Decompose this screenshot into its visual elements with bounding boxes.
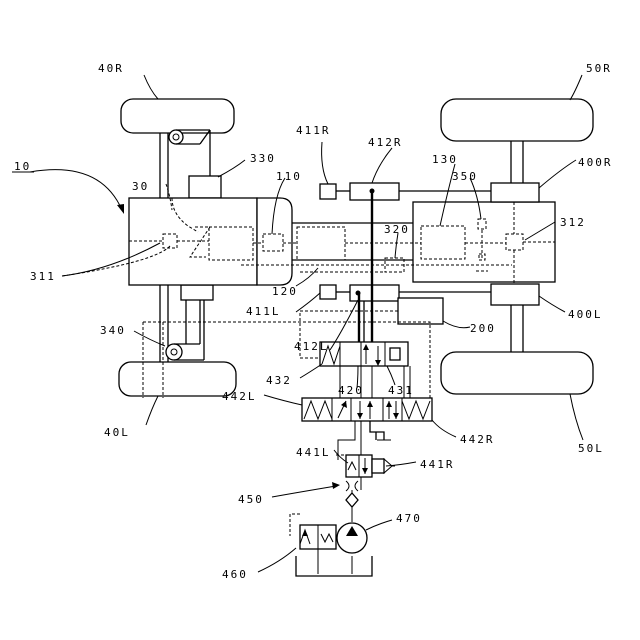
label-400R: 400R	[578, 156, 613, 169]
label-420: 420	[338, 384, 364, 397]
hub-400L	[491, 284, 539, 305]
label-10: 10	[14, 160, 31, 173]
tank	[296, 556, 372, 576]
label-50R: 50R	[586, 62, 612, 75]
label-110: 110	[276, 170, 302, 183]
label-40R: 40R	[98, 62, 124, 75]
front-lower-block	[181, 285, 213, 300]
label-412R: 412R	[368, 136, 403, 149]
label-311: 311	[30, 270, 56, 283]
pump-470	[337, 523, 367, 553]
label-411L: 411L	[246, 305, 281, 318]
label-320: 320	[384, 223, 410, 236]
valve-442	[302, 398, 432, 421]
controller-200	[398, 298, 443, 324]
label-200: 200	[470, 322, 496, 335]
component-330	[189, 176, 221, 198]
hub-400R	[491, 183, 539, 202]
wheel-rear-left	[441, 352, 593, 394]
label-350: 350	[452, 170, 478, 183]
wheel-front-right	[121, 99, 234, 133]
wheel-front-left	[119, 362, 236, 396]
label-40L: 40L	[104, 426, 130, 439]
label-432: 432	[266, 374, 292, 387]
label-441L: 441L	[296, 446, 331, 459]
label-442L: 442L	[222, 390, 257, 403]
wheel-rear-right	[441, 99, 593, 141]
label-450: 450	[238, 493, 264, 506]
label-412L: 412L	[294, 340, 329, 353]
relief-valve-460	[300, 525, 340, 574]
label-50L: 50L	[578, 442, 604, 455]
label-470: 470	[396, 512, 422, 525]
label-330: 330	[250, 152, 276, 165]
label-411R: 411R	[296, 124, 331, 137]
label-431: 431	[388, 384, 414, 397]
restrictor-450	[346, 481, 358, 522]
label-30: 30	[132, 180, 149, 193]
cylinder-R	[320, 183, 491, 200]
label-460: 460	[222, 568, 248, 581]
label-441R: 441R	[420, 458, 455, 471]
label-120: 120	[272, 285, 298, 298]
label-312: 312	[560, 216, 586, 229]
label-400L: 400L	[568, 308, 603, 321]
label-442R: 442R	[460, 433, 495, 446]
label-130: 130	[432, 153, 458, 166]
label-340: 340	[100, 324, 126, 337]
